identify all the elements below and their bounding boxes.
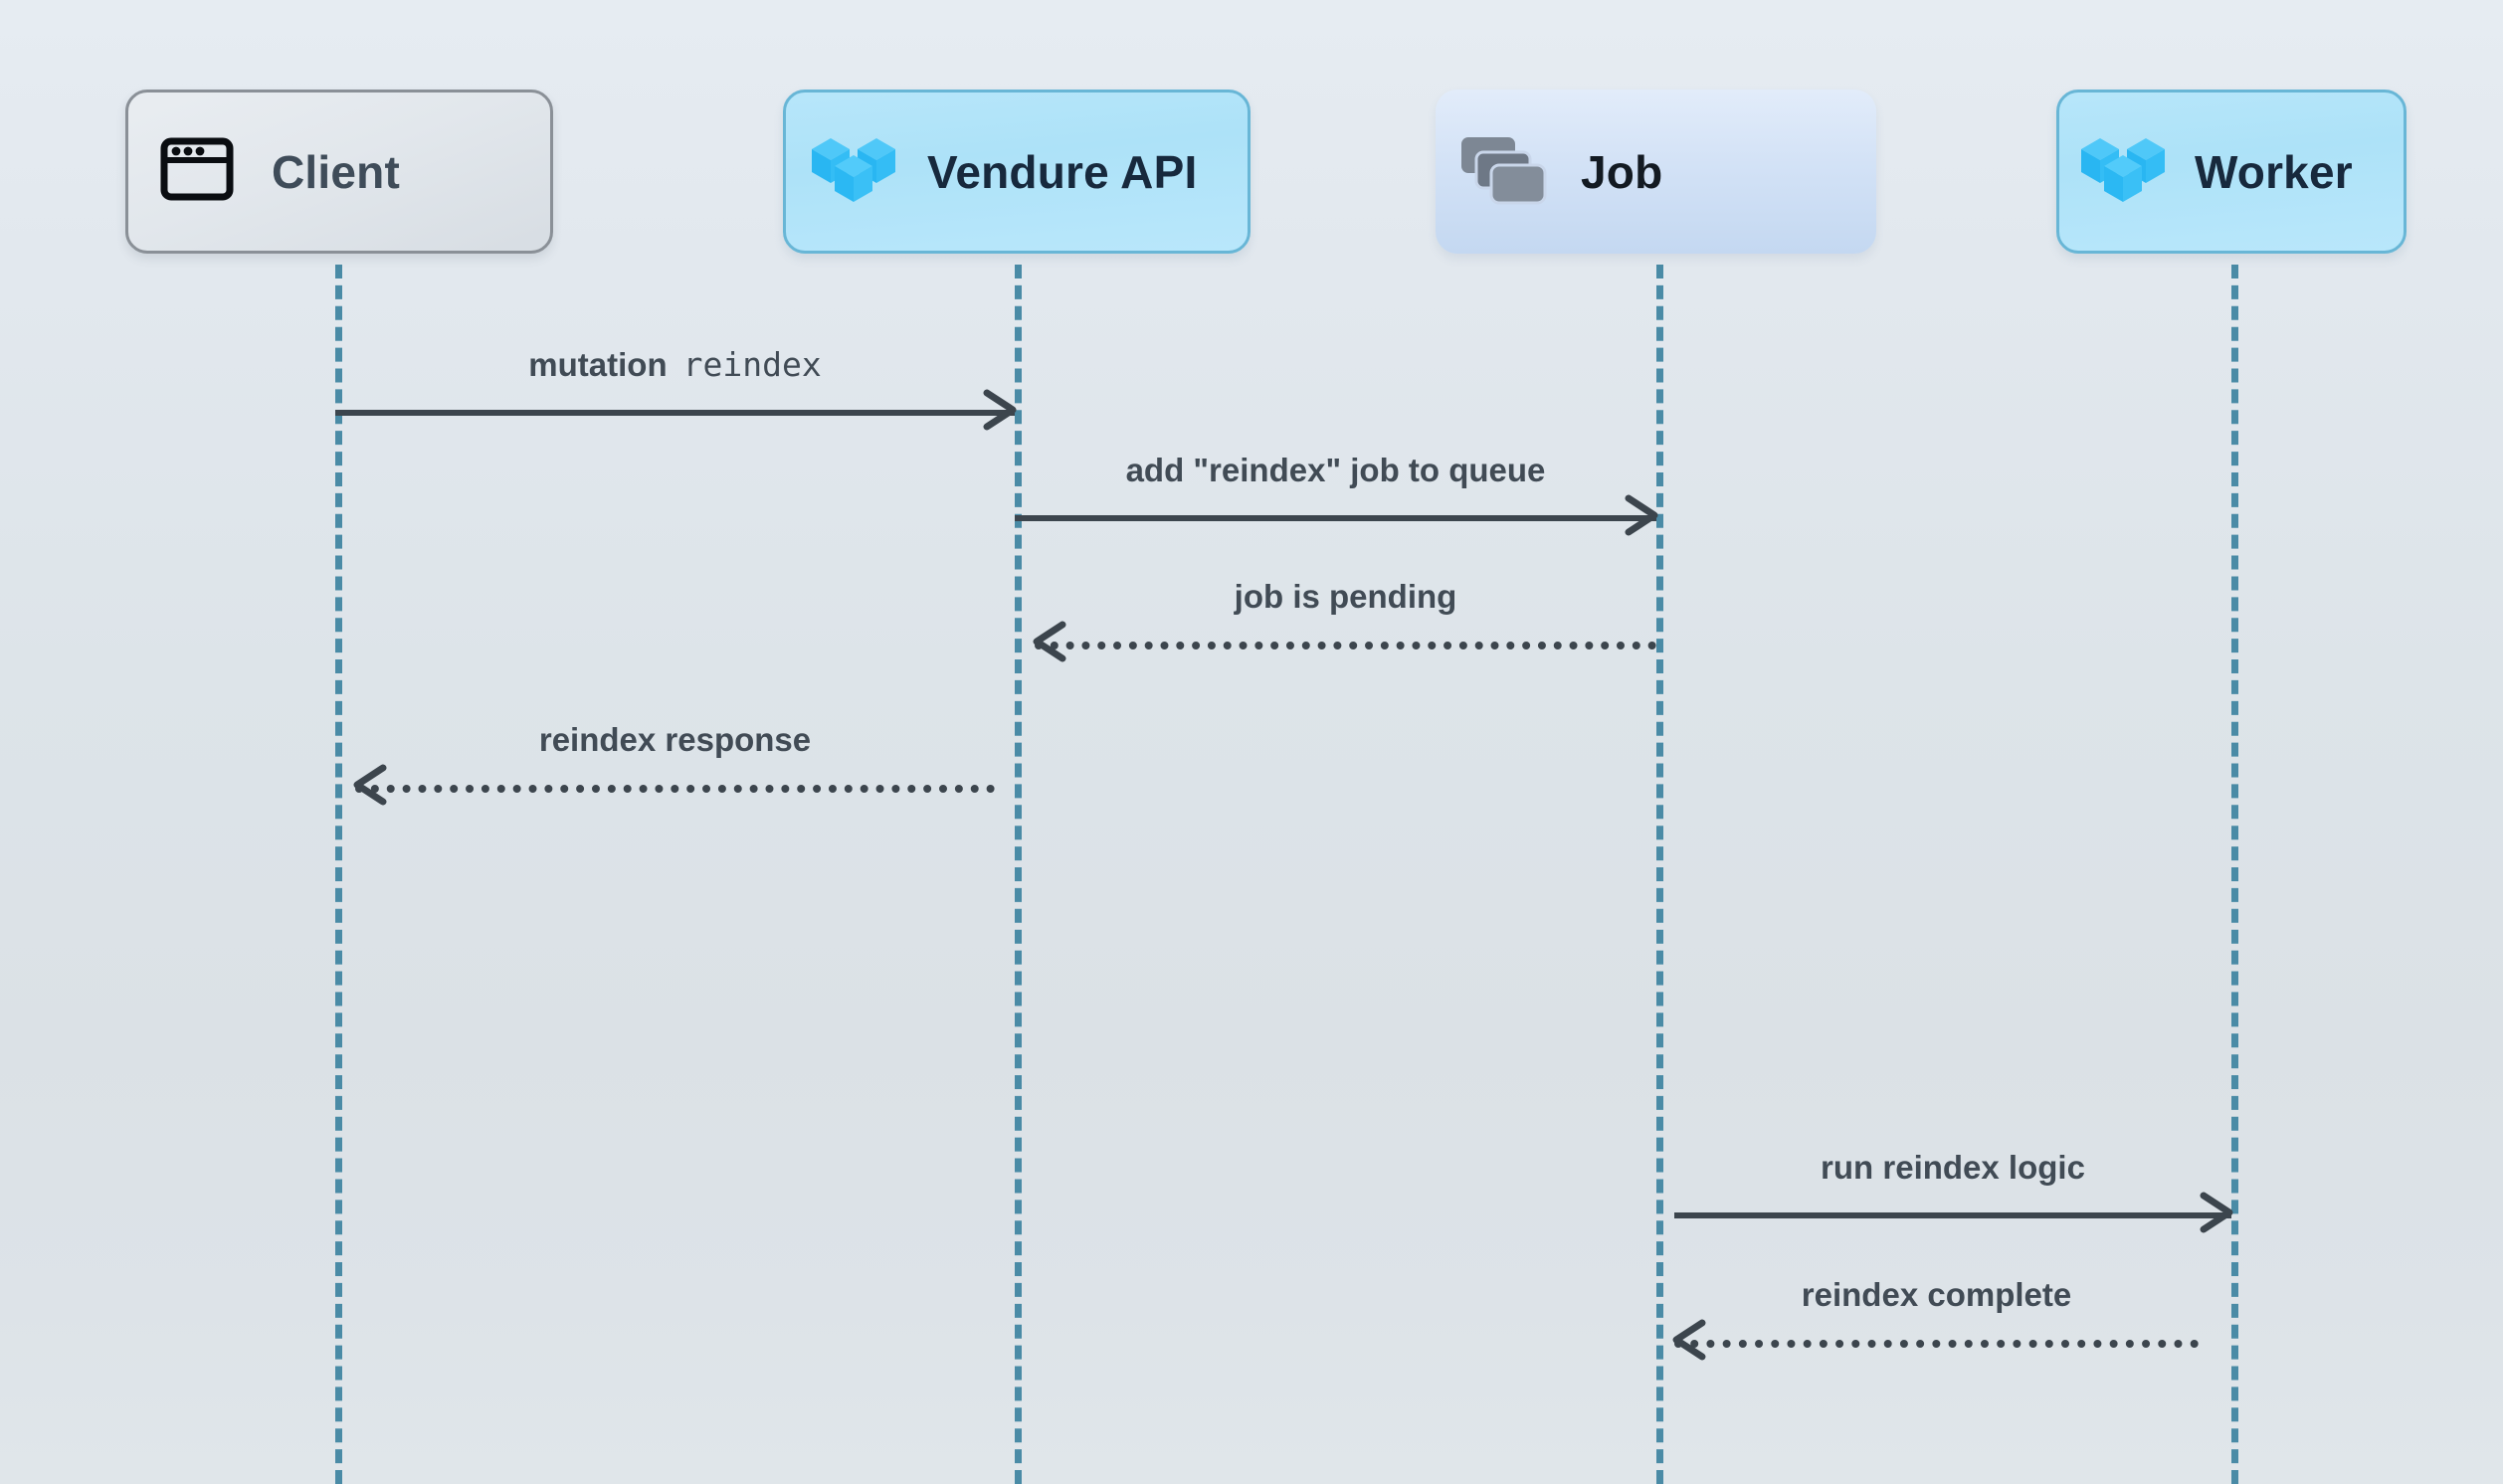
message-label-6: reindex complete xyxy=(1801,1276,2072,1313)
message-label-4: reindex response xyxy=(538,721,812,758)
message-line-1 xyxy=(335,410,1015,416)
arrowhead-left-icon xyxy=(349,763,391,807)
stacked-cards-icon xyxy=(1457,131,1549,212)
message-line-3 xyxy=(1035,642,1656,649)
arrowhead-right-icon xyxy=(979,388,1021,432)
participant-worker[interactable]: Worker xyxy=(2056,90,2407,254)
participant-label-worker: Worker xyxy=(2195,145,2353,198)
message-label-5: run reindex logic xyxy=(1821,1149,2085,1186)
participant-label-vendure-api: Vendure API xyxy=(927,145,1198,198)
lifeline-vendure-api xyxy=(1015,265,1022,1484)
participant-label-client: Client xyxy=(272,145,400,198)
arrowhead-right-icon xyxy=(1621,493,1662,537)
lifeline-client xyxy=(335,265,342,1484)
message-label-2: add "reindex" job to queue xyxy=(1125,452,1546,488)
arrowhead-left-icon xyxy=(1029,620,1070,663)
participant-label-job: Job xyxy=(1581,145,1663,198)
participant-vendure-api[interactable]: Vendure API xyxy=(783,90,1251,254)
vendure-cubes-icon xyxy=(808,131,899,212)
arrowhead-right-icon xyxy=(2196,1191,2237,1234)
message-line-6 xyxy=(1674,1340,2199,1348)
arrowhead-left-icon xyxy=(1668,1318,1710,1362)
lifeline-job xyxy=(1656,265,1663,1484)
message-line-5 xyxy=(1674,1212,2231,1218)
message-line-4 xyxy=(355,785,995,793)
participant-client[interactable]: Client xyxy=(125,90,553,254)
participant-job[interactable]: Job xyxy=(1436,90,1876,254)
browser-window-icon xyxy=(160,137,234,206)
message-line-2 xyxy=(1015,515,1656,521)
message-label-3: job is pending xyxy=(1234,578,1457,615)
lifeline-worker xyxy=(2231,265,2238,1484)
vendure-cubes-icon xyxy=(2077,131,2169,212)
